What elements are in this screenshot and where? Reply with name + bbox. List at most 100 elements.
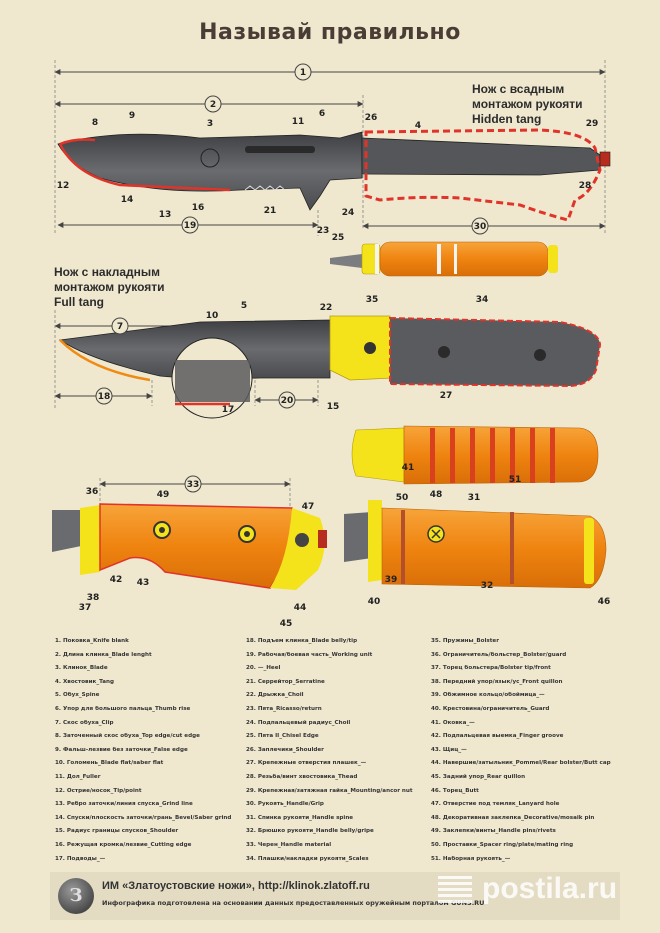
legend-item: 5. Обух_Spine (55, 692, 100, 699)
callout-30: 30 (474, 222, 487, 232)
callout-21: 21 (264, 206, 277, 216)
legend-item: 14. Спуски/плоскость заточки/грань_Bevel… (55, 814, 232, 821)
legend-item: 39. Обжимное кольцо/обоймица_— (431, 692, 545, 699)
legend-item: 47. Отверстие под темляк_Lanyard hole (431, 801, 560, 808)
footer-store-link[interactable]: ИМ «Златоустовские ножи», http://klinok.… (102, 880, 370, 892)
legend-item: 24. Подпальцевый радиус_Choil (246, 719, 351, 726)
bolster (329, 315, 393, 381)
watermark-block: postila.ru (438, 860, 628, 920)
callout-markers: 1 2 3 4 5 6 7 8 9 10 11 12 13 14 15 16 1… (57, 63, 611, 629)
callout-44: 44 (294, 603, 307, 613)
callout-7: 7 (117, 322, 123, 332)
callout-23: 23 (317, 226, 330, 236)
legend-item: 23. Пята_Ricasso/return (246, 705, 322, 712)
callout-33: 33 (187, 480, 200, 490)
legend-item: 37. Торец больстера/Bolster tip/front (431, 665, 551, 672)
callout-4: 4 (415, 121, 421, 131)
callout-14: 14 (121, 195, 134, 205)
legend-item: 50. Проставки_Spacer ring/plate/mating r… (431, 841, 574, 848)
callout-6: 6 (319, 109, 325, 119)
legend-item: 13. Ребро заточки/линия спуска_Grind lin… (55, 801, 193, 808)
full-tang-line-2: монтажом рукояти (54, 280, 165, 294)
legend-item: 40. Крестовина/ограничитель_Guard (431, 705, 550, 712)
brand-logo: З (58, 878, 94, 914)
callout-32: 32 (481, 581, 494, 591)
callout-45: 45 (280, 619, 293, 629)
legend-item: 46. Торец_Butt (431, 787, 479, 794)
callout-9: 9 (129, 111, 135, 121)
callout-5: 5 (241, 301, 247, 311)
callout-27: 27 (440, 391, 453, 401)
scale-pin-1 (438, 346, 450, 358)
legend-item: 2. Длина клинка_Blade lenght (55, 651, 152, 658)
callout-51: 51 (509, 475, 522, 485)
callout-48: 48 (430, 490, 443, 500)
legend-item: 1. Поковка_Knife blank (55, 638, 129, 644)
legend-item: 18. Подъем клинка_Blade belly/tip (246, 638, 358, 644)
scale-pin-2 (534, 349, 546, 361)
assembled-handle (330, 241, 558, 277)
callout-46: 46 (598, 597, 611, 607)
footer: З ИМ «Златоустовские ножи», http://klino… (50, 872, 620, 920)
callout-29: 29 (586, 119, 599, 129)
tang-nut (599, 151, 611, 167)
blade-mark-circle (200, 148, 220, 168)
full-tang-note: Нож с накладным монтажом рукояти Full ta… (54, 265, 214, 310)
legend-item: 36. Ограничитель/больстер_Bolster/guard (431, 651, 567, 658)
legend-item: 43. Щиц_— (431, 746, 467, 753)
handle-outline-dashed (364, 128, 602, 222)
legend-item: 41. Оковка_— (431, 719, 475, 726)
legend-item: 32. Брюшко рукояти_Handle belly/gripe (246, 828, 374, 835)
callout-2: 2 (210, 100, 216, 110)
legend-item: 17. Подводы_— (55, 855, 106, 862)
callout-20: 20 (281, 396, 294, 406)
legend-item: 10. Голомень_Blade flat/saber flat (55, 760, 164, 767)
fuller (245, 146, 315, 153)
legend-column-2: 18. Подъем клинка_Blade belly/tip 19. Ра… (246, 638, 434, 869)
legend-item: 49. Заклепки/винты_Handle pins/rivets (431, 828, 556, 835)
legend-item: 3. Клинок_Blade (55, 665, 108, 672)
blade-top (57, 131, 363, 211)
callout-37: 37 (79, 603, 92, 613)
callout-42: 42 (110, 575, 123, 585)
callout-3: 3 (207, 119, 213, 129)
callout-13: 13 (159, 210, 172, 220)
callout-15: 15 (327, 402, 340, 412)
legend-item: 48. Декоративная заклепка_Decorative/mos… (431, 814, 595, 821)
legend-item: 8. Заточенный скос обуха_Top edge/cut ed… (55, 733, 200, 740)
watermark-text: postila.ru (482, 872, 618, 905)
legend-item: 45. Задний упор_Rear quillon (431, 773, 526, 780)
legend-item: 7. Скос обуха_Clip (55, 719, 114, 726)
legend-item: 16. Режущая кромка/лезвие_Cutting edge (55, 841, 192, 848)
parts-legend: 1. Поковка_Knife blank 2. Длина клинка_B… (55, 638, 620, 870)
callout-12: 12 (57, 181, 70, 191)
legend-item: 21. Серрейтор_Serratine (246, 678, 325, 685)
callout-39: 39 (385, 575, 398, 585)
legend-item: 20. —_Heel (246, 665, 281, 672)
callout-18: 18 (98, 392, 111, 402)
tang (361, 137, 601, 176)
legend-item: 27. Крепежные отверстия плашек_— (246, 760, 367, 767)
serration (244, 185, 286, 191)
watermark-stripes-icon (438, 876, 472, 903)
bolster-screw (364, 342, 376, 354)
hidden-tang-line-3: Hidden tang (472, 112, 542, 126)
full-tang-knife (58, 315, 602, 419)
callout-24: 24 (342, 208, 355, 218)
callout-38: 38 (87, 593, 100, 603)
bottom-right-handle (344, 500, 607, 589)
legend-item: 22. Дрыжка_Choil (246, 692, 304, 699)
legend-item: 11. Дол_Fuller (55, 773, 101, 780)
footer-credit: Инфографика подготовлена на основании да… (102, 899, 485, 907)
callout-36: 36 (86, 487, 99, 497)
legend-item: 30. Рукоять_Handle/Grip (246, 801, 324, 808)
legend-item: 31. Спинка рукояти_Handle spine (246, 814, 354, 821)
legend-item: 12. Острие/носок_Tip/point (55, 787, 142, 794)
full-tang-line-3: Full tang (54, 295, 104, 309)
callout-17: 17 (222, 405, 235, 415)
callout-25: 25 (332, 233, 345, 243)
legend-item: 26. Заплечики_Shoulder (246, 746, 324, 753)
callout-26: 26 (365, 113, 378, 123)
callout-50: 50 (396, 493, 409, 503)
